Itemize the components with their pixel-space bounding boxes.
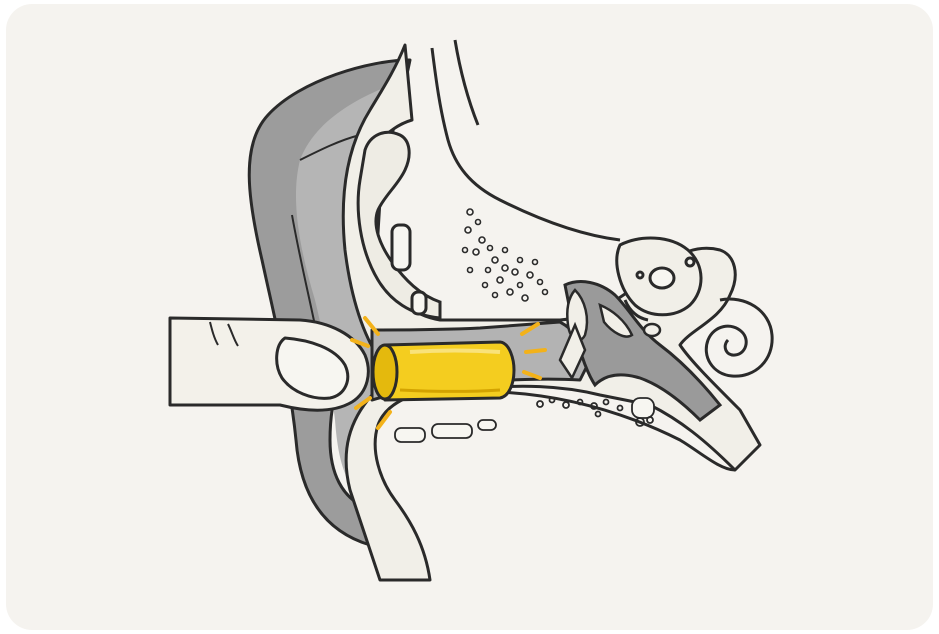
inner-ear: [617, 238, 701, 320]
finger-icon: [170, 318, 368, 410]
foam-earplug-icon: [373, 342, 514, 400]
